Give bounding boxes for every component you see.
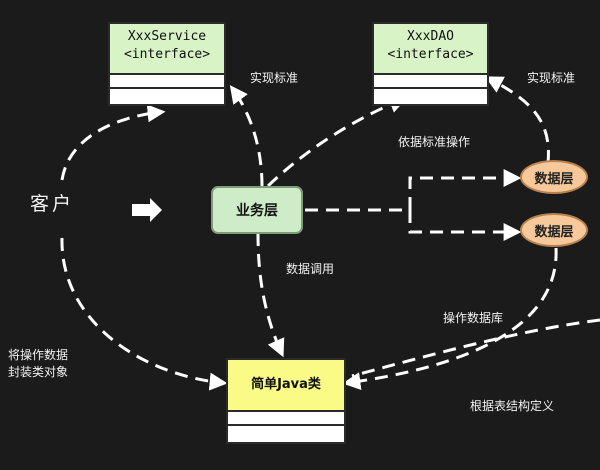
dao-interface-header: XxxDAO <interface> bbox=[374, 24, 487, 75]
connector-branch-up bbox=[408, 169, 522, 210]
connector-table-curve bbox=[351, 318, 600, 378]
label-operate-by-standard: 依据标准操作 bbox=[398, 135, 471, 149]
dao-name: XxxDAO bbox=[407, 29, 454, 44]
dao-row bbox=[374, 75, 487, 89]
dao-row bbox=[374, 89, 487, 104]
label-define-by-table: 根据表结构定义 bbox=[470, 399, 555, 413]
service-name: XxxService bbox=[127, 29, 207, 44]
connector-business-dao bbox=[266, 95, 408, 188]
data-layer-oval-top: 数据层 bbox=[520, 160, 588, 194]
data-layer-label: 数据层 bbox=[534, 171, 574, 187]
connector-business-service bbox=[229, 85, 264, 187]
java-class-box: 简单Java类 bbox=[226, 358, 346, 444]
connector-client-service bbox=[60, 104, 166, 181]
java-class-header: 简单Java类 bbox=[228, 360, 344, 412]
java-class-row bbox=[228, 426, 344, 442]
label-implement-standard-left: 实现标准 bbox=[250, 71, 299, 85]
connector-branch-down bbox=[408, 210, 522, 241]
label-data-call: 数据调用 bbox=[286, 262, 335, 276]
service-interface-header: XxxService <interface> bbox=[110, 24, 224, 75]
service-stereotype: <interface> bbox=[123, 47, 211, 62]
connector-business-java bbox=[256, 232, 285, 358]
java-class-row bbox=[228, 412, 344, 426]
dao-stereotype: <interface> bbox=[387, 47, 474, 62]
business-layer-label: 业务层 bbox=[236, 203, 278, 219]
label-encapsulate-objects: 将操作数据 封装类对象 bbox=[8, 348, 69, 379]
connector-client-java bbox=[60, 237, 228, 391]
label-operate-database: 操作数据库 bbox=[443, 311, 504, 325]
service-row bbox=[110, 75, 224, 89]
connector-datalayer-dao bbox=[484, 76, 550, 164]
client-label: 客户 bbox=[30, 193, 75, 215]
dao-interface-box: XxxDAO <interface> bbox=[372, 22, 489, 106]
client-arrow-icon bbox=[132, 198, 162, 222]
service-row bbox=[110, 89, 224, 104]
data-layer-oval-bottom: 数据层 bbox=[520, 213, 588, 247]
service-interface-box: XxxService <interface> bbox=[108, 22, 226, 106]
business-layer-box: 业务层 bbox=[211, 186, 303, 234]
data-layer-label: 数据层 bbox=[534, 224, 574, 240]
label-implement-standard-right: 实现标准 bbox=[527, 71, 576, 85]
java-class-name: 简单Java类 bbox=[251, 377, 321, 392]
